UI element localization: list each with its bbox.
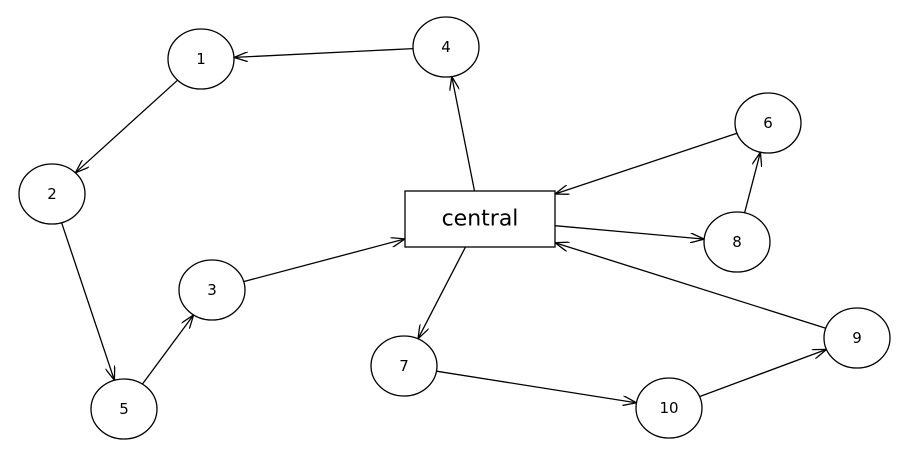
node-circle [703,211,771,273]
node-circle [823,307,891,369]
edge-central-to-7 [418,246,467,339]
node-circle [167,28,235,90]
node-circle [370,335,438,397]
node-label: 7 [399,357,409,375]
node-label: 8 [732,233,742,251]
edge-1-to-2 [75,79,179,173]
edge-4-to-1 [234,47,414,58]
node-circle [90,378,158,440]
node-label: 10 [659,399,678,417]
edge-central-to-4 [452,77,476,192]
edge-3-to-central [243,239,405,283]
edges-layer [60,47,827,403]
edge-10-to-9 [699,349,827,398]
edge-central-to-8 [554,225,704,239]
node-central: central [404,190,556,248]
edge-9-to-central [555,243,826,329]
node-4: 4 [412,16,480,78]
edge-8-to-6 [743,152,761,213]
node-label: 3 [207,281,217,299]
node-10: 10 [635,377,703,439]
node-5: 5 [90,378,158,440]
node-circle [412,16,480,78]
node-label: 2 [47,185,57,203]
node-circle [18,163,86,225]
node-9: 9 [823,307,891,369]
node-label: 6 [763,114,773,132]
node-box [404,190,556,248]
node-6: 6 [734,92,802,154]
node-3: 3 [178,259,246,321]
node-2: 2 [18,163,86,225]
nodes-layer: central 1 2 3 4 5 6 7 8 9 10 [18,16,891,440]
node-circle [178,259,246,321]
node-circle [635,377,703,439]
node-7: 7 [370,335,438,397]
edge-5-to-3 [141,315,193,385]
node-circle [734,92,802,154]
node-8: 8 [703,211,771,273]
node-label: 1 [196,50,206,68]
edge-7-to-10 [436,370,637,403]
node-label: 4 [441,38,451,56]
edge-2-to-5 [60,222,115,381]
edge-6-to-central [555,132,738,194]
node-label: 9 [852,329,862,347]
node-1: 1 [167,28,235,90]
node-label: 5 [119,400,129,418]
node-label: central [442,207,519,232]
